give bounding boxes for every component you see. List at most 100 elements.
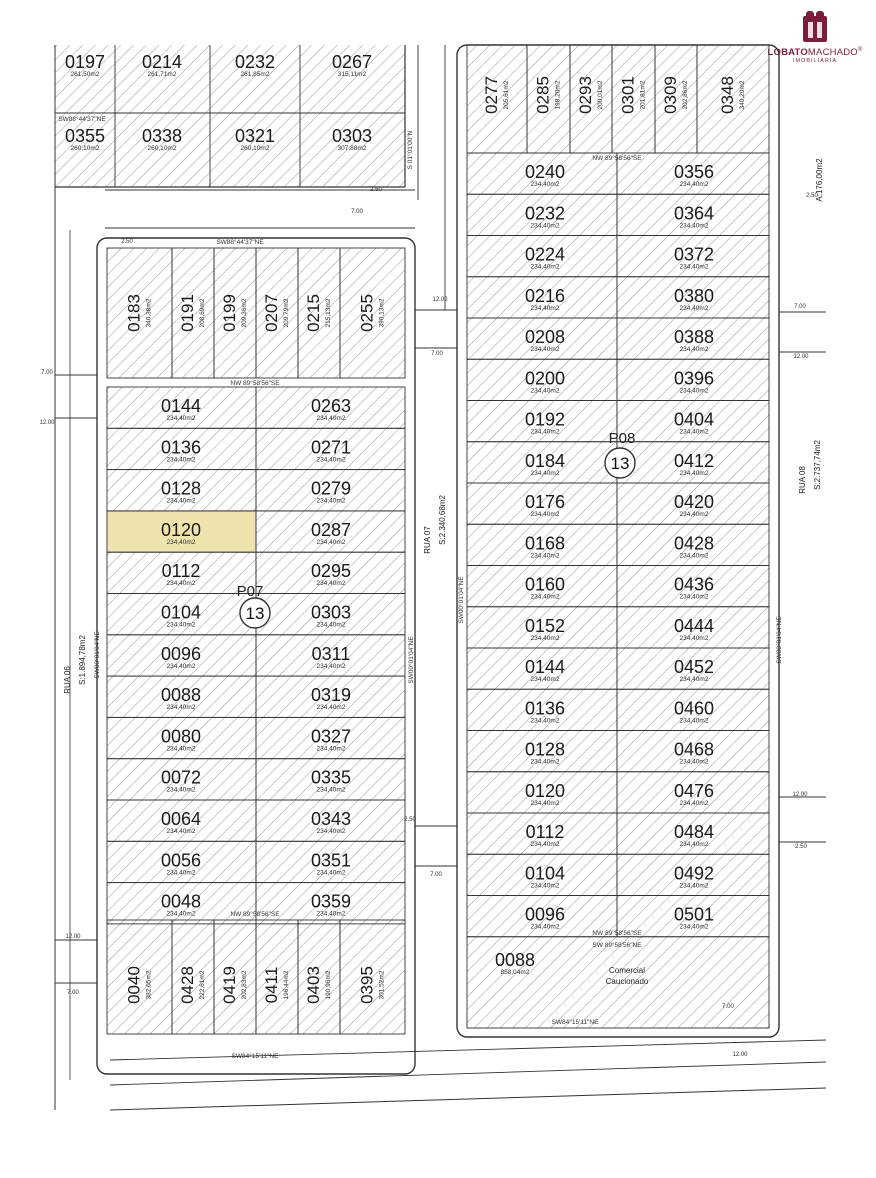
lot-area: 260,10m2 bbox=[148, 145, 177, 152]
lot-number: 0104 bbox=[525, 863, 565, 883]
lot-number: 0072 bbox=[161, 768, 201, 788]
lot-number: 0232 bbox=[525, 203, 565, 223]
lot-area: 201,81m2 bbox=[640, 80, 647, 109]
dimension-label: 12.00 bbox=[793, 354, 809, 360]
lot-number: 0120 bbox=[525, 781, 565, 801]
street-area: S:2.737,74m2 bbox=[813, 440, 822, 490]
brand-logo: LOBATOMACHADO® IMOBILIÁRIA bbox=[760, 8, 870, 64]
lot-number: 0309 bbox=[661, 76, 680, 114]
lot-area: 307,88m2 bbox=[338, 145, 367, 152]
lot-area: 234,40m2 bbox=[680, 346, 709, 353]
lot-number: 0501 bbox=[674, 905, 714, 925]
lot-number: 0160 bbox=[525, 575, 565, 595]
lot-number: 0200 bbox=[525, 368, 565, 388]
lot-number: 0088 bbox=[495, 950, 535, 970]
lot-area: 234,40m2 bbox=[680, 222, 709, 229]
lot-number: 0207 bbox=[262, 294, 281, 332]
lot-area: 202,86m2 bbox=[682, 80, 689, 109]
lot-number: 0311 bbox=[312, 644, 351, 664]
lot-area: 234,40m2 bbox=[680, 511, 709, 518]
lot-p07-0255[interactable] bbox=[339, 247, 406, 379]
lot-number: 0301 bbox=[619, 76, 638, 114]
lot-area: 234,40m2 bbox=[317, 745, 346, 752]
lot-number: 0321 bbox=[235, 126, 275, 146]
street-area: S:2.340,68m2 bbox=[438, 495, 447, 545]
dimension-label: 7.00 bbox=[67, 990, 79, 996]
dimension-label: 2.50 bbox=[806, 193, 818, 199]
lot-number: 0348 bbox=[718, 76, 737, 114]
lot-number: 0395 bbox=[358, 966, 377, 1004]
lot-number: 0436 bbox=[674, 575, 714, 595]
block-number-circle bbox=[239, 597, 271, 629]
lot-area: 234,40m2 bbox=[317, 498, 346, 505]
lot-area: 234,40m2 bbox=[531, 594, 560, 601]
lot-area: 208,69m2 bbox=[199, 298, 206, 327]
lot-number: 0287 bbox=[311, 520, 351, 540]
block-p07-outline bbox=[96, 237, 416, 1075]
bearing-label: SW88°44'37"NE bbox=[58, 115, 106, 123]
lot-area: 234,40m2 bbox=[680, 181, 709, 188]
lot-area: 234,40m2 bbox=[531, 346, 560, 353]
lot-number: 0176 bbox=[525, 492, 565, 512]
lot-p07-0359[interactable] bbox=[255, 882, 406, 925]
lot-number: 0183 bbox=[125, 294, 144, 332]
lot-number: 0184 bbox=[525, 451, 565, 471]
lot-number: 0271 bbox=[311, 437, 351, 457]
lot-area: 234,40m2 bbox=[531, 470, 560, 477]
lot-area: 234,40m2 bbox=[167, 745, 196, 752]
dimension-label: 2.50 bbox=[404, 817, 416, 823]
block-label: P08 bbox=[609, 430, 636, 447]
lot-area: 234,40m2 bbox=[317, 787, 346, 794]
lot-number: 0208 bbox=[525, 327, 565, 347]
lot-number: 0303 bbox=[311, 603, 351, 623]
lot-number: 0452 bbox=[674, 657, 714, 677]
lot-number: 0216 bbox=[525, 286, 565, 306]
lot-area: 234,40m2 bbox=[317, 580, 346, 587]
bearing-label: NW 89°58'56"SE bbox=[592, 929, 642, 937]
bearing-label: SW00°01'04"NE bbox=[457, 576, 465, 624]
lot-area: 234,40m2 bbox=[167, 663, 196, 670]
lot-number: 0136 bbox=[525, 698, 565, 718]
lot-area: 260,10m2 bbox=[241, 145, 270, 152]
top-block-hatch bbox=[55, 45, 405, 187]
street-name: RUA 06 bbox=[63, 666, 72, 694]
lot-area: 234,40m2 bbox=[167, 580, 196, 587]
lot-area: 234,40m2 bbox=[531, 552, 560, 559]
lot-number: 0255 bbox=[358, 294, 377, 332]
lot-area: 234,40m2 bbox=[531, 676, 560, 683]
lot-area: 234,40m2 bbox=[680, 635, 709, 642]
bearing-label: SW88°44'37"NE bbox=[216, 238, 264, 246]
lot-area: 315,11m2 bbox=[338, 71, 367, 78]
p08-commercial-hatch bbox=[467, 936, 769, 1028]
dimension-label: 12.00 bbox=[65, 934, 81, 940]
lot-p07-0395[interactable] bbox=[339, 919, 406, 1035]
lot-number: 0112 bbox=[162, 561, 201, 581]
lot-area: 234,40m2 bbox=[531, 800, 560, 807]
lot-area: 234,40m2 bbox=[531, 882, 560, 889]
lot-area: 390,13m2 bbox=[379, 298, 386, 327]
road-edge bbox=[109, 1061, 827, 1086]
lot-number: 0380 bbox=[674, 286, 714, 306]
bearing-label: SW84°15'11"NE bbox=[552, 1018, 600, 1026]
lot-area: 234,40m2 bbox=[680, 429, 709, 436]
lot-number: 0080 bbox=[161, 726, 201, 746]
lot-number: 0404 bbox=[674, 410, 714, 430]
lot-area: 234,40m2 bbox=[680, 264, 709, 271]
lot-p08-commercial[interactable] bbox=[466, 936, 770, 1029]
lot-number: 0215 bbox=[304, 294, 323, 332]
street-name: RUA 08 bbox=[798, 466, 807, 494]
dimension-label: 2.50 bbox=[795, 844, 807, 850]
lot-area: 234,40m2 bbox=[167, 869, 196, 876]
lot-number: 0492 bbox=[674, 863, 714, 883]
lot-area: 260,10m2 bbox=[71, 145, 100, 152]
lot-area: 234,40m2 bbox=[531, 635, 560, 642]
lot-number: 0199 bbox=[220, 294, 239, 332]
building-icon bbox=[803, 11, 827, 42]
lot-area: 234,40m2 bbox=[167, 787, 196, 794]
lot-area: 234,40m2 bbox=[531, 387, 560, 394]
dimension-label: 7.00 bbox=[351, 209, 363, 215]
lot-area: 382,05m2 bbox=[146, 970, 153, 999]
bearing-label: SW84°15'11"NE bbox=[232, 1052, 280, 1060]
dimension-label: 7.00 bbox=[431, 351, 443, 357]
lot-area: 234,40m2 bbox=[167, 828, 196, 835]
